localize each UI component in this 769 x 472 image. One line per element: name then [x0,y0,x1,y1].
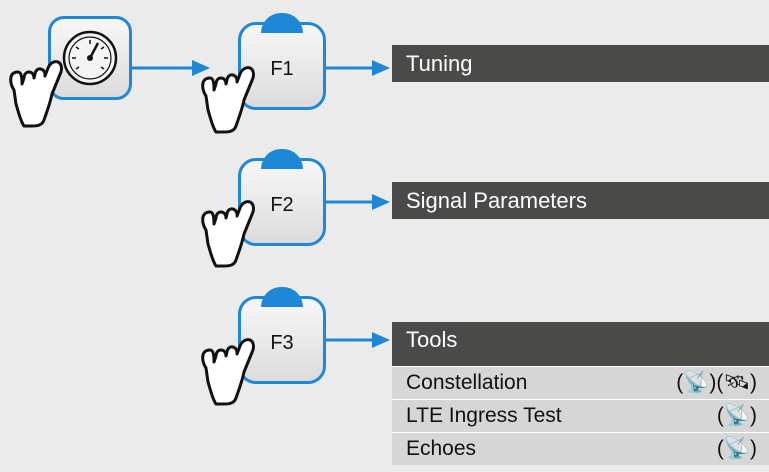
gauge-icon [62,30,118,86]
hand-pointer-icon [201,338,255,406]
f3-key-label: F3 [270,332,294,354]
hand-pointer-icon [201,200,255,268]
tools-list: Constellation (📡)(🛰) LTE Ingress Test (📡… [392,366,769,465]
arrow-right-icon [326,60,390,76]
arrow-right-icon [132,60,210,76]
tools-item-label: LTE Ingress Test [406,404,562,427]
arrow-right-icon [326,332,390,348]
key-bump [261,287,303,307]
tuning-bar: Tuning [392,45,769,82]
list-item: Constellation (📡)(🛰) [392,366,769,399]
hand-pointer-icon [201,66,255,134]
f1-key[interactable]: F1 [238,13,326,110]
signal-parameters-bar: Signal Parameters [392,182,769,219]
antenna-icon: (📡) [716,404,757,427]
f2-key-label: F2 [270,194,294,216]
tools-item-label: Constellation [406,371,528,394]
arrow-right-icon [326,194,390,210]
list-item: LTE Ingress Test (📡) [392,399,769,432]
antenna-satellite-icon: (📡)(🛰) [676,371,757,394]
f2-key[interactable]: F2 [238,149,326,246]
gauge-button[interactable] [48,16,132,100]
f3-key[interactable]: F3 [238,287,326,384]
hand-pointer-icon [9,60,63,128]
tools-bar: Tools [392,322,769,366]
key-bump [261,149,303,169]
f1-key-label: F1 [270,58,294,80]
key-bump [261,13,303,33]
list-item: Echoes (📡) [392,432,769,465]
tools-item-label: Echoes [406,437,477,460]
antenna-icon: (📡) [716,437,757,460]
